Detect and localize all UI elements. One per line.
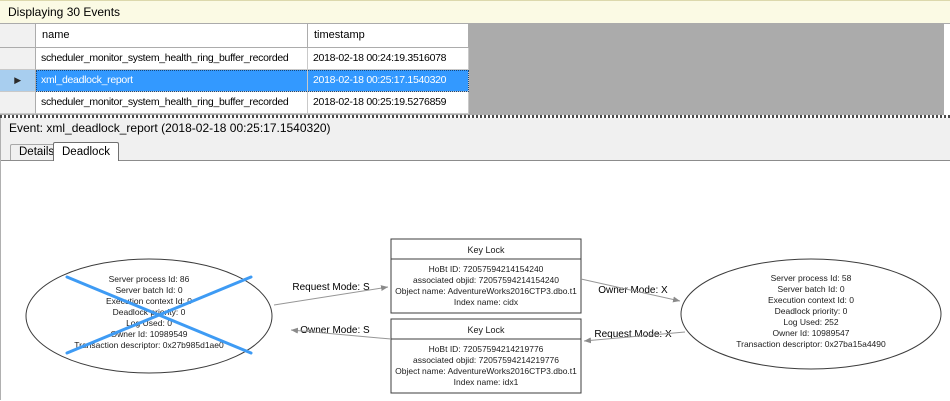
cell-timestamp[interactable]: 2018-02-18 00:24:19.3516078 xyxy=(308,48,469,70)
edge-owner-s-arrow xyxy=(290,327,392,340)
process-attr: Server process Id: 58 xyxy=(771,273,852,283)
events-count-label: Displaying 30 Events xyxy=(8,5,121,19)
events-grid: name timestamp ▶ scheduler_monitor_syste… xyxy=(0,24,950,118)
grid-scrollbar-track[interactable] xyxy=(944,24,950,115)
deadlock-graph-panel: Server process Id: 86 Server batch Id: 0… xyxy=(1,160,950,400)
process-ellipse xyxy=(680,258,942,370)
process-attr: Log Used: 252 xyxy=(783,317,839,327)
resource-attr: Object name: AdventureWorks2016CTP3.dbo.… xyxy=(395,286,577,296)
row-selector-arrow-icon: ▶ xyxy=(14,75,21,85)
process-attr: Owner Id: 10989549 xyxy=(110,329,187,339)
process-attr: Log Used: 0 xyxy=(126,318,172,328)
event-title-bar: Event: xml_deadlock_report (2018-02-18 0… xyxy=(1,118,950,140)
edge-request-s-arrow xyxy=(273,285,389,306)
cell-timestamp[interactable]: 2018-02-18 00:25:17.1540320 xyxy=(308,70,469,92)
process-attr: Owner Id: 10989547 xyxy=(772,328,849,338)
edge-label-request-x: Request Mode: X xyxy=(594,329,672,340)
process-attr: Server process Id: 86 xyxy=(109,274,190,284)
row-selector-cell[interactable]: ▶ xyxy=(0,70,36,92)
table-row[interactable]: ▶ scheduler_monitor_system_health_ring_b… xyxy=(0,48,469,70)
deadlock-graph: Server process Id: 86 Server batch Id: 0… xyxy=(25,238,942,394)
events-grid-table: name timestamp ▶ scheduler_monitor_syste… xyxy=(0,24,469,114)
resource-attr: HoBt ID: 72057594214154240 xyxy=(429,264,544,274)
cell-name[interactable]: scheduler_monitor_system_health_ring_buf… xyxy=(36,48,308,70)
victim-cross-icon xyxy=(65,275,253,355)
resource-attr: Index name: cidx xyxy=(454,297,519,307)
process-node-survivor[interactable]: Server process Id: 58 Server batch Id: 0… xyxy=(680,258,942,370)
process-attr: Deadlock priority: 0 xyxy=(775,306,848,316)
detail-tab-strip: Details Deadlock xyxy=(1,140,950,161)
process-attr: Execution context Id: 0 xyxy=(106,296,192,306)
grid-header-stub xyxy=(0,24,36,48)
cell-timestamp[interactable]: 2018-02-18 00:25:19.5276859 xyxy=(308,92,469,114)
column-header-name[interactable]: name xyxy=(36,24,308,48)
process-node-victim[interactable]: Server process Id: 86 Server batch Id: 0… xyxy=(25,258,273,374)
tab-deadlock[interactable]: Deadlock xyxy=(53,142,119,161)
grid-header-row: name timestamp xyxy=(0,24,469,48)
process-attr: Transaction descriptor: 0x27ba15a4490 xyxy=(736,339,886,349)
resource-node-keylock-top[interactable]: Key Lock HoBt ID: 72057594214154240 asso… xyxy=(390,238,582,314)
grid-bottom-separator xyxy=(0,115,950,118)
tab-details[interactable]: Details xyxy=(10,144,64,160)
resource-title: Key Lock xyxy=(467,325,505,335)
edge-label-owner-s: Owner Mode: S xyxy=(300,325,370,336)
resource-attr: Object name: AdventureWorks2016CTP3.dbo.… xyxy=(395,366,577,376)
resource-node-keylock-bottom[interactable]: Key Lock HoBt ID: 72057594214219776 asso… xyxy=(390,318,582,394)
table-row-selected[interactable]: ▶ xml_deadlock_report 2018-02-18 00:25:1… xyxy=(0,70,469,92)
table-row[interactable]: ▶ scheduler_monitor_system_health_ring_b… xyxy=(0,92,469,114)
resource-attr: associated objid: 72057594214154240 xyxy=(413,275,559,285)
process-attr: Execution context Id: 0 xyxy=(768,295,854,305)
cell-name[interactable]: xml_deadlock_report xyxy=(36,70,308,92)
resource-rect xyxy=(390,318,582,394)
event-title-label: Event: xml_deadlock_report (2018-02-18 0… xyxy=(9,121,331,135)
cell-name[interactable]: scheduler_monitor_system_health_ring_buf… xyxy=(36,92,308,114)
resource-attr: HoBt ID: 72057594214219776 xyxy=(429,344,544,354)
process-attr: Transaction descriptor: 0x27b985d1ae0 xyxy=(74,340,224,350)
resource-rect xyxy=(390,238,582,314)
edge-label-request-s: Request Mode: S xyxy=(292,282,370,293)
resource-attr: Index name: idx1 xyxy=(454,377,519,387)
edge-owner-x-arrow xyxy=(580,278,681,303)
process-attr: Server batch Id: 0 xyxy=(777,284,844,294)
events-count-bar: Displaying 30 Events xyxy=(0,0,950,24)
resource-attr: associated objid: 72057594214219776 xyxy=(413,355,559,365)
column-header-timestamp[interactable]: timestamp xyxy=(308,24,469,48)
resource-title: Key Lock xyxy=(467,245,505,255)
row-selector-cell[interactable]: ▶ xyxy=(0,48,36,70)
event-detail-pane: Event: xml_deadlock_report (2018-02-18 0… xyxy=(0,118,950,400)
edge-request-x-arrow xyxy=(583,331,686,344)
row-selector-cell[interactable]: ▶ xyxy=(0,92,36,114)
process-attr: Server batch Id: 0 xyxy=(115,285,182,295)
